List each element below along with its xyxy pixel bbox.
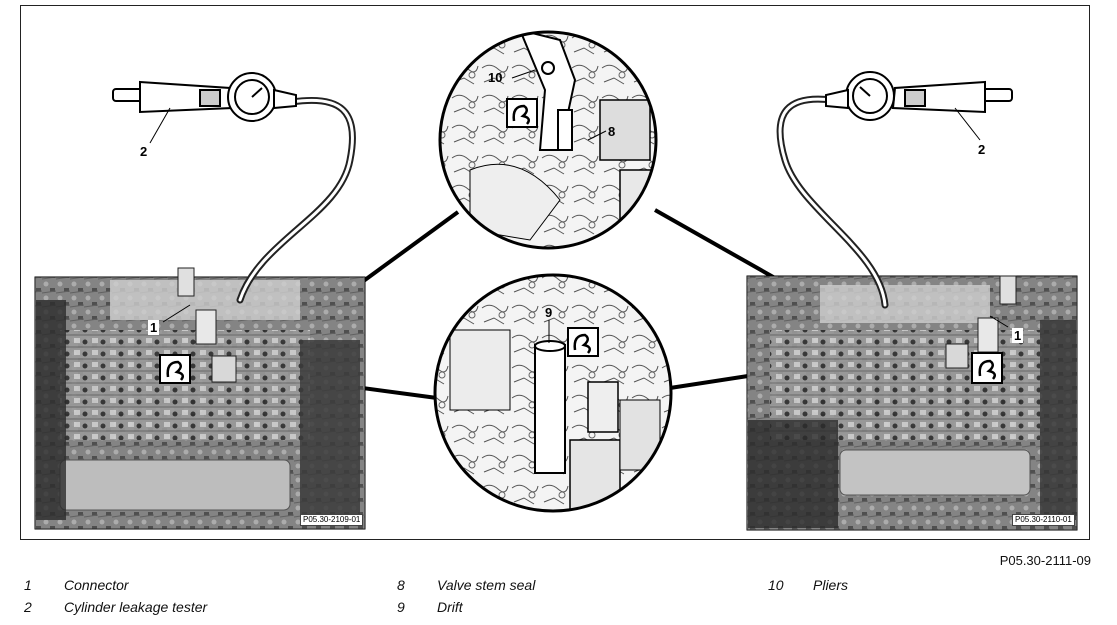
left-leakage-tester — [112, 72, 297, 122]
panel-code-right: P05.30-2110-01 — [1012, 514, 1075, 526]
legend: 1 Connector 2 Cylinder leakage tester 8 … — [24, 577, 849, 615]
callout-valve-stem-seal: 8 — [608, 124, 616, 139]
callout-connector-left: 1 — [148, 320, 160, 335]
technical-illustration — [34, 30, 1078, 531]
callout-tester-left: 2 — [140, 144, 148, 159]
right-leakage-tester — [825, 71, 1013, 121]
panel-code-left: P05.30-2109-01 — [300, 514, 364, 526]
callout-connector-right: 1 — [1012, 328, 1024, 343]
right-engine-photo — [746, 275, 1078, 531]
left-engine-photo — [34, 267, 366, 530]
callout-leaders — [149, 107, 1009, 328]
figure-code: P05.30-2111-09 — [999, 553, 1091, 568]
tool-symbol-icon — [506, 98, 538, 128]
callout-drift: 9 — [545, 305, 553, 320]
callout-tester-right: 2 — [978, 142, 986, 157]
detail-circle-pliers — [438, 30, 658, 250]
tool-symbol-icon — [971, 352, 1003, 384]
callout-pliers: 10 — [488, 70, 503, 85]
tool-symbol-icon — [567, 327, 599, 357]
detail-circle-drift — [433, 273, 673, 513]
tool-symbol-icon — [159, 354, 191, 384]
